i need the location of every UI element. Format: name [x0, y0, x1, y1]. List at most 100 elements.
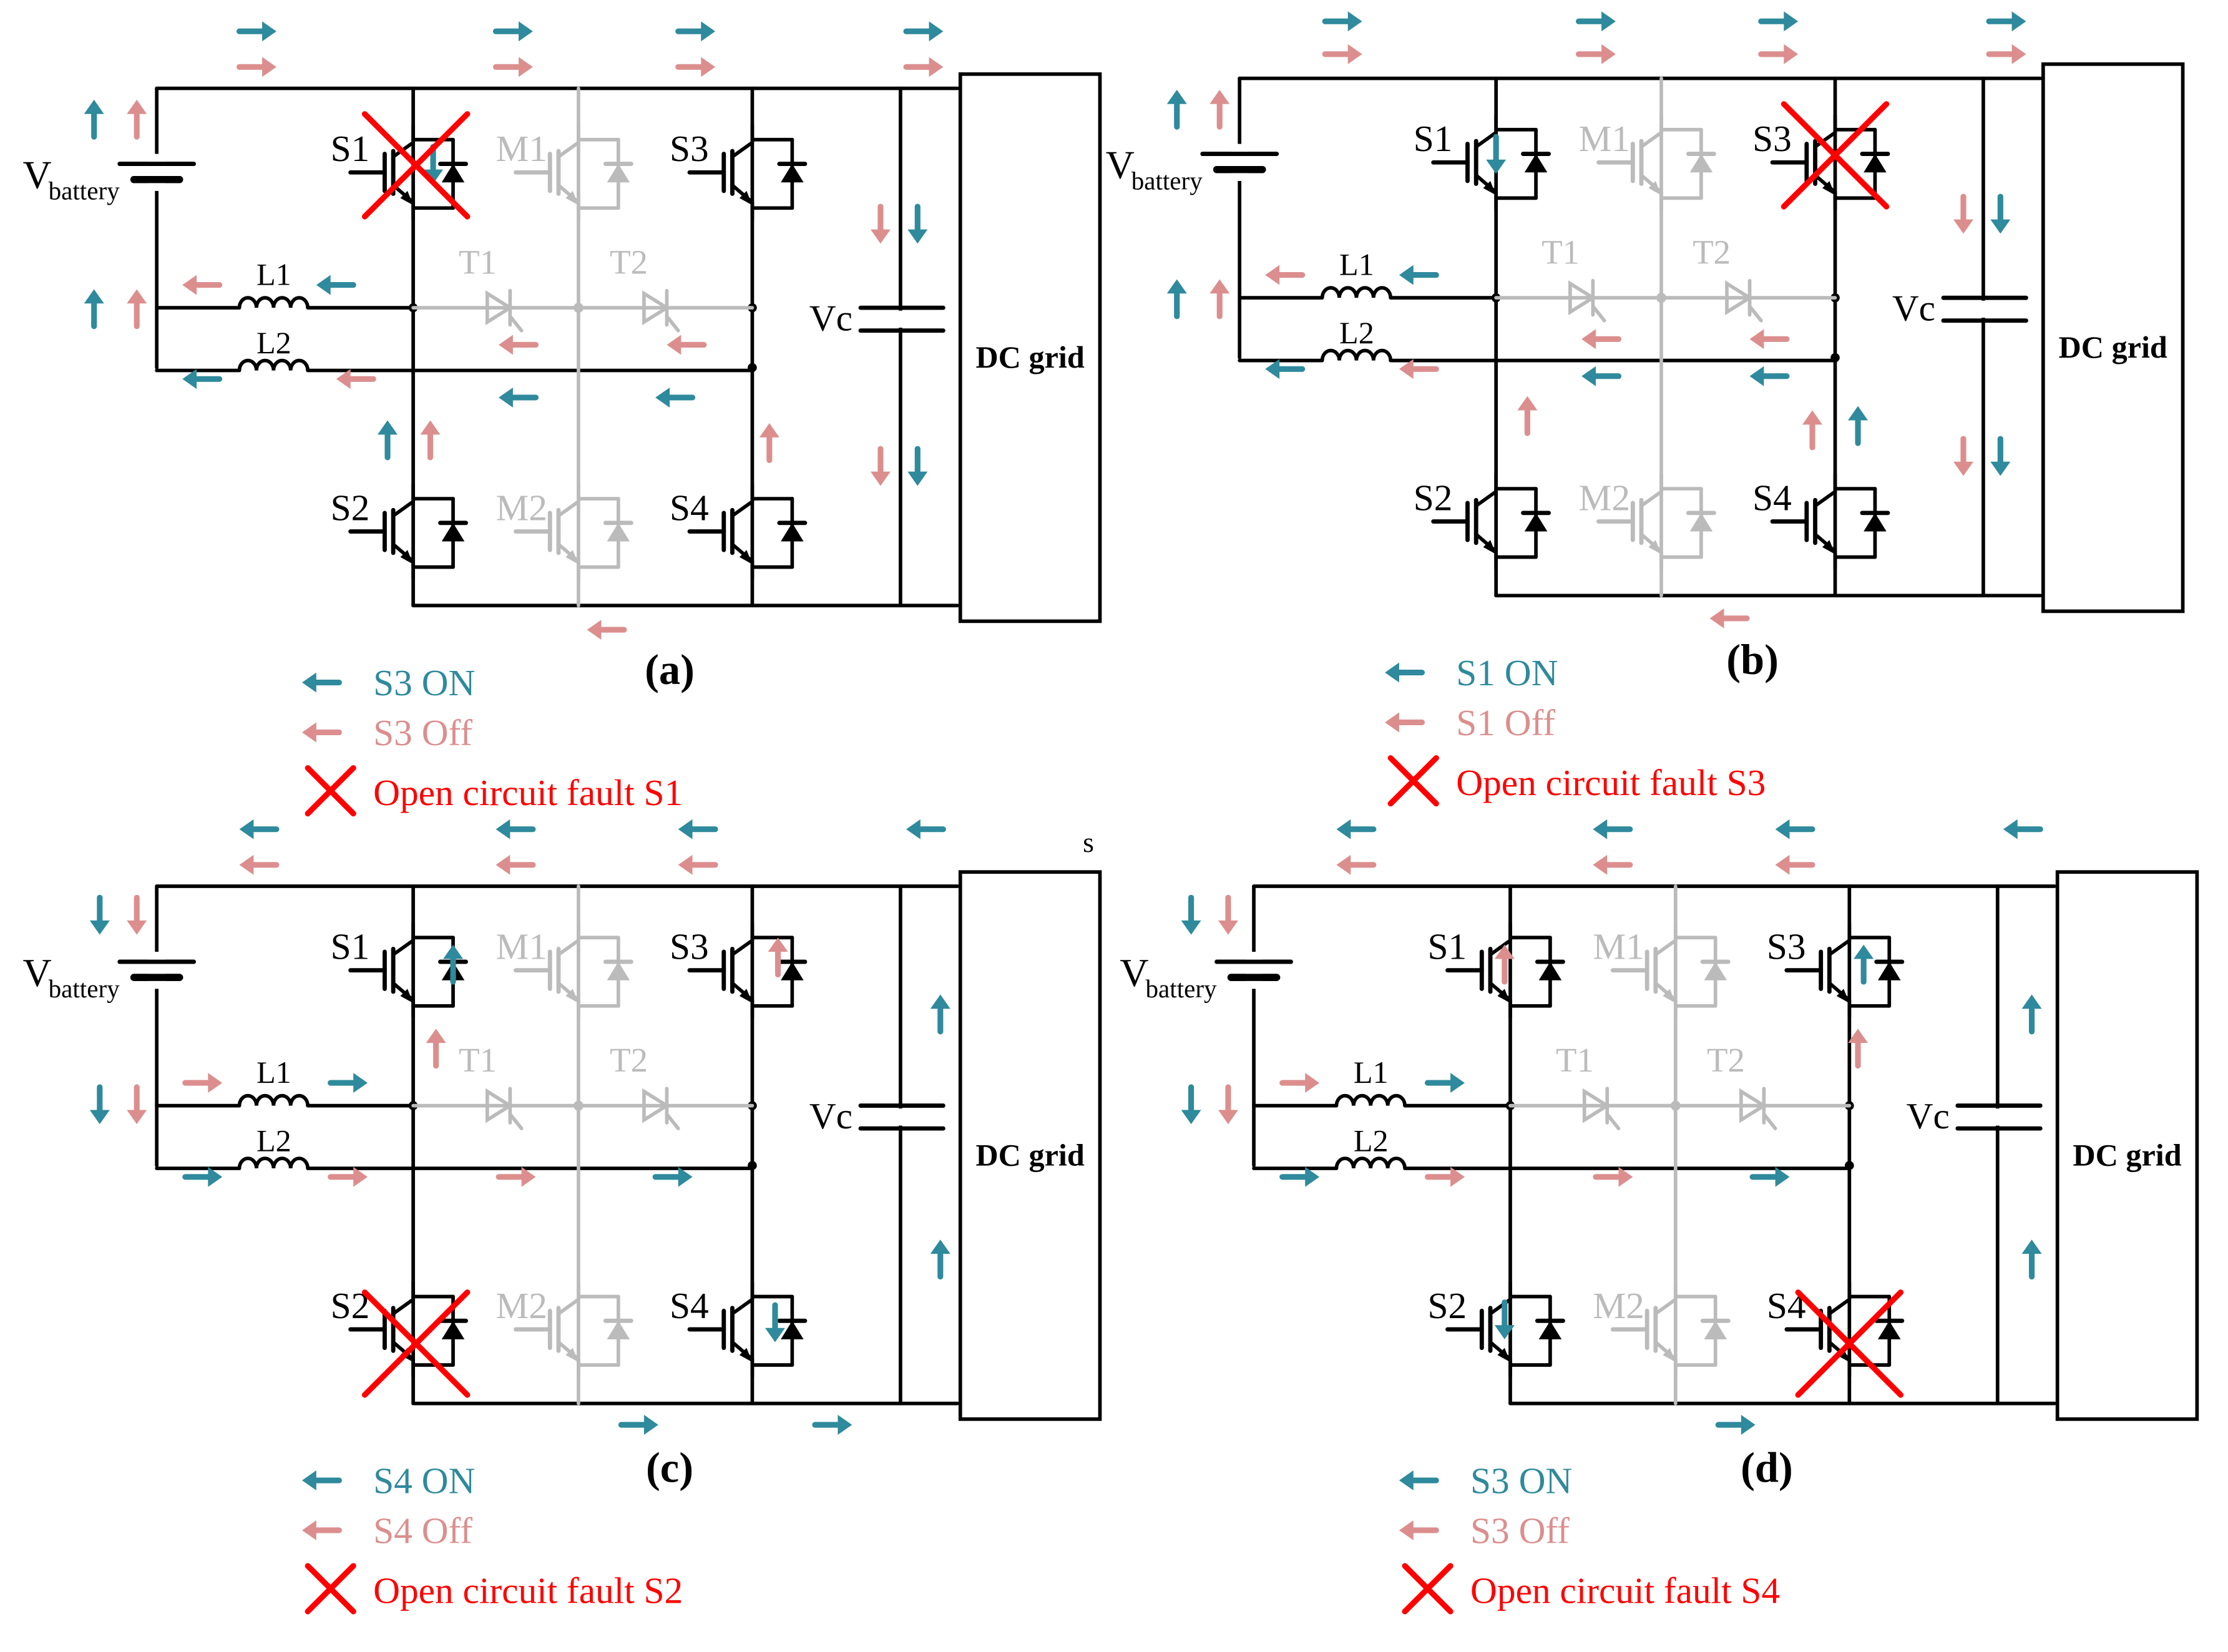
legend-on-label: S3 ON: [373, 662, 475, 703]
legend-off-label: S1 Off: [1456, 702, 1555, 743]
diode-triangle: [441, 522, 465, 542]
inductor-l1-label: L1: [1354, 1055, 1389, 1090]
arrow-head: [89, 920, 110, 935]
dc-grid-box: [2055, 870, 2199, 1421]
switch-label: S1: [331, 128, 370, 169]
current-on-arrow-icon: [496, 819, 536, 839]
current-off-arrow-icon: [127, 894, 147, 935]
cross-stroke: [1781, 101, 1890, 210]
arrow-head: [1848, 406, 1869, 421]
igbt-emitter-arrow: [400, 190, 414, 205]
arrow-head: [420, 420, 441, 435]
igbt-emitter-arrow: [565, 989, 579, 1004]
fault-cross-icon: [361, 1289, 471, 1398]
current-off-arrow-icon: [426, 1029, 446, 1069]
arrow-head: [1181, 920, 1201, 935]
arrow-head: [1347, 44, 1362, 64]
arrow-head: [655, 387, 670, 408]
arrow-head: [1784, 11, 1799, 32]
diode-triangle: [1538, 962, 1562, 980]
current-on-arrow-icon: [443, 944, 463, 985]
switch-label: S1: [1414, 118, 1453, 159]
switch-label: M1: [1593, 926, 1644, 967]
igbt-emitter-arrow: [1663, 989, 1676, 1004]
arrow-head: [1218, 920, 1238, 935]
current-off-arrow-icon: [496, 1166, 536, 1187]
capacitor-label: Vc: [809, 1095, 853, 1136]
inductor-l1-icon: [1334, 1093, 1407, 1106]
arrow-head: [443, 944, 463, 959]
current-off-arrow-icon: [903, 57, 944, 77]
current-on-arrow-icon: [655, 387, 696, 408]
arrow-head: [1166, 279, 1187, 294]
current-off-arrow-icon: [1575, 44, 1616, 64]
current-off-arrow-icon: [1593, 854, 1633, 875]
dc-grid-box: [958, 72, 1102, 623]
legend-on-label: S4 ON: [373, 1460, 475, 1502]
current-on-arrow-icon: [1166, 279, 1187, 320]
fault-cross-icon: [1781, 101, 1890, 210]
igbt-emitter-arrow: [1663, 1347, 1676, 1362]
battery-icon: [1200, 144, 1279, 181]
current-off-arrow-icon: [1399, 359, 1439, 379]
thyristor-t1-icon: [1568, 278, 1606, 323]
current-on-arrow-icon: [236, 21, 276, 42]
switch-label: S3: [670, 128, 709, 169]
switch-s1-icon: S1: [1414, 114, 1551, 212]
igbt-emitter-arrow: [1497, 1347, 1510, 1362]
arrow-head: [496, 819, 511, 839]
current-off-arrow-icon: [1775, 854, 1815, 875]
junction-dot: [1845, 1161, 1854, 1170]
inductor-l1-label: L1: [257, 257, 291, 292]
legend-fault-cross-icon: [1387, 755, 1439, 807]
legend-on-arrow-icon: [301, 672, 342, 693]
current-on-arrow-icon: [675, 21, 716, 42]
arrow-head: [1593, 819, 1608, 839]
current-off-arrow-icon: [1425, 1166, 1465, 1187]
legend-off-arrow-icon: [1385, 712, 1425, 733]
current-on-arrow-icon: [652, 1166, 693, 1187]
current-off-arrow-icon: [587, 620, 627, 640]
cross-stroke: [305, 765, 356, 817]
arrow-head: [930, 994, 950, 1009]
igbt-emitter-arrow: [739, 190, 753, 205]
current-off-arrow-icon: [420, 420, 441, 461]
current-on-arrow-icon: [328, 1073, 368, 1093]
current-off-arrow-icon: [239, 854, 280, 875]
diode-triangle: [441, 1321, 465, 1340]
arrow-head: [496, 854, 511, 875]
igbt-collector-diag: [1813, 489, 1837, 508]
arrow-head: [1601, 44, 1616, 64]
current-on-arrow-icon: [1265, 359, 1306, 379]
switch-m2-icon: M2: [1579, 472, 1716, 570]
thyristor-t2-icon: [1725, 278, 1763, 323]
igbt-collector-diag: [557, 938, 580, 957]
diode-triangle: [1704, 1321, 1727, 1340]
arrow-head: [1517, 396, 1538, 411]
arrow-head: [667, 335, 682, 355]
diode-triangle: [1689, 154, 1713, 173]
switch-m2-icon: M2: [496, 1280, 633, 1379]
current-on-arrow-icon: [903, 21, 944, 42]
current-on-arrow-icon: [812, 1415, 853, 1435]
diode-triangle: [1864, 154, 1887, 173]
current-on-arrow-icon: [1775, 819, 1815, 839]
switch-label: M2: [1593, 1285, 1644, 1326]
current-on-arrow-icon: [1425, 1073, 1465, 1093]
battery-label: V: [1120, 951, 1148, 995]
igbt-emitter-arrow: [1648, 540, 1661, 555]
arrow-head: [426, 1029, 446, 1043]
current-off-arrow-icon: [127, 99, 147, 140]
current-on-arrow-icon: [678, 819, 718, 839]
igbt-emitter-arrow: [1648, 180, 1661, 195]
current-off-arrow-icon: [1279, 1073, 1320, 1093]
arrow-head: [907, 471, 928, 486]
current-on-arrow-icon: [182, 369, 223, 389]
igbt-collector-diag: [1827, 938, 1852, 957]
current-off-arrow-icon: [1953, 193, 1973, 234]
capacitor-label: Vc: [1892, 288, 1935, 329]
current-off-arrow-icon: [1218, 1084, 1238, 1125]
arrow-head: [1494, 1325, 1515, 1340]
